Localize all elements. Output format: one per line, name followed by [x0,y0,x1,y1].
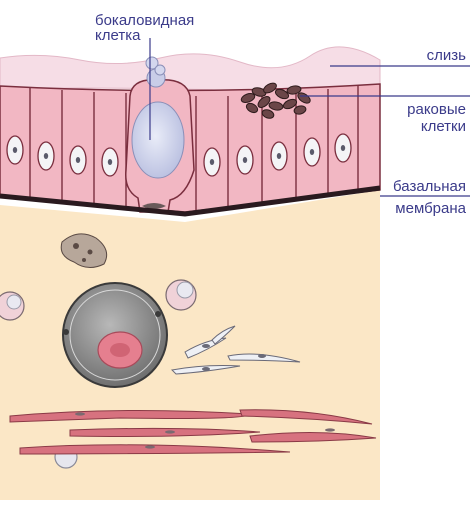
label-leader-lines [149,38,470,197]
epithelial-cell-borders [29,86,359,210]
cancer-cell-cluster [240,82,311,119]
muscle-fibers [9,409,377,455]
label-goblet-cell-line2: клетка [95,27,141,44]
basal-membrane [0,185,381,217]
label-goblet-cell-line1: бокаловидная [95,12,195,29]
label-mucus: слизь [426,47,466,64]
goblet-cell [125,56,195,213]
label-cancer-cells-line2: клетки [420,118,466,135]
label-basal-membrane-line1: базальная [393,178,466,195]
label-basal-membrane-line2: мембрана [395,200,466,217]
blood-vessel [62,282,168,388]
label-cancer-cells-line1: раковые [407,101,466,118]
tissue-debris [60,233,108,268]
mucus-layer [0,46,381,92]
